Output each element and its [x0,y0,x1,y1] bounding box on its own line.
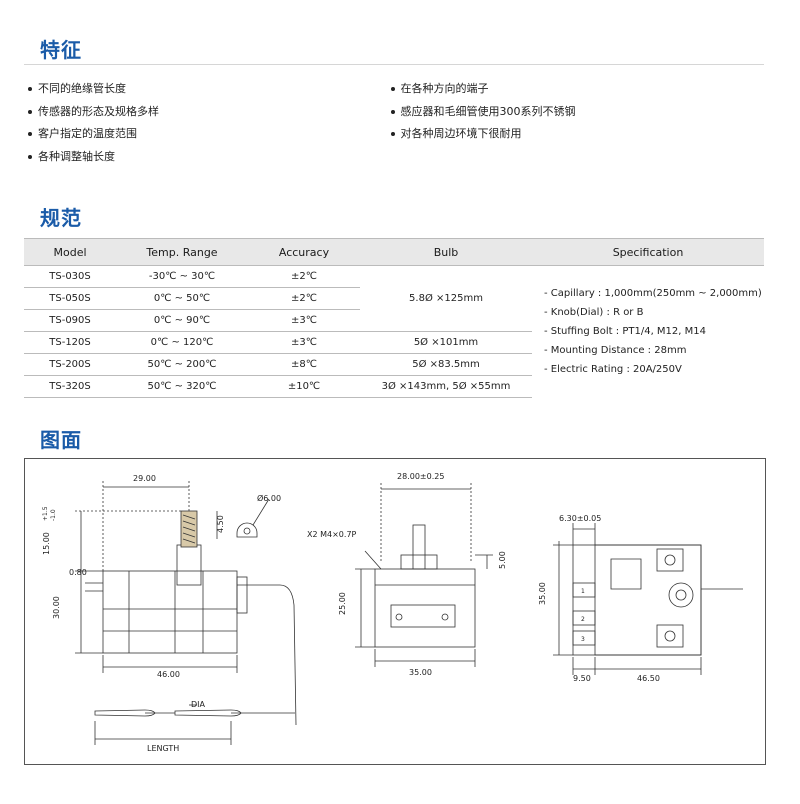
features-left-list: 不同的绝缘管长度 传感器的形态及规格多样 客户指定的温度范围 各种调整轴长度 [28,78,386,168]
table-row: TS-320S 50℃ ~ 320℃ ±10℃ 3Ø ×143mm, 5Ø ×5… [24,375,764,398]
table-row: TS-120S 0℃ ~ 120℃ ±3℃ 5Ø ×101mm [24,331,764,354]
header-model: Model [24,238,116,266]
terminal-1-label: 1 [581,588,585,595]
dim-35-height: 35.00 [538,582,547,605]
dim-x2-m4: X2 M4×0.7P [307,530,357,539]
cell-range: 0℃ ~ 50℃ [116,287,248,310]
dim-950: 9.50 [573,674,591,683]
table-row: TS-050S 0℃ ~ 50℃ ±2℃ [24,287,764,310]
cell-model: TS-050S [24,287,116,310]
drawing-title: 图面 [40,428,82,452]
cell-accuracy: ±3℃ [248,331,360,354]
cell-range: -30℃ ~ 30℃ [116,265,248,288]
dim-length: LENGTH [147,744,179,753]
cell-bulb: 5Ø ×83.5mm [360,353,532,376]
technical-drawing: 29.00 Ø6.00 4.50 15.00 +1.5 -1.0 0.80 30… [24,458,766,765]
dim-dia-6: Ø6.00 [257,493,281,503]
front-body [102,570,238,654]
cell-model: TS-320S [24,375,116,398]
cell-bulb: 5Ø ×101mm [360,331,532,354]
side-body [374,568,476,648]
spec-line: - Stuffing Bolt : PT1/4, M12, M14 [544,326,706,338]
header-specification: Specification [532,238,764,266]
dim-450: 4.50 [216,515,225,533]
list-item: 传感器的形态及规格多样 [28,101,386,124]
header-accuracy: Accuracy [248,238,360,266]
cell-model: TS-030S [24,265,116,288]
list-item: 对各种周边环境下很耐用 [390,123,749,146]
cell-accuracy: ±10℃ [248,375,360,398]
side-bracket [390,604,456,628]
cell-accuracy: ±8℃ [248,353,360,376]
cell-accuracy: ±2℃ [248,287,360,310]
features-right-list: 在各种方向的端子 感应器和毛细管使用300系列不锈钢 对各种周边环境下很耐用 [390,78,749,168]
features-divider [24,64,764,65]
table-row: TS-030S -30℃ ~ 30℃ ±2℃ 5.8Ø ×125mm - Cap… [24,265,764,375]
cell-bulb: 3Ø ×143mm, 5Ø ×55mm [360,375,532,398]
features-title: 特征 [40,38,82,62]
spec-line: - Mounting Distance : 28mm [544,345,687,357]
list-item: 客户指定的温度范围 [28,123,386,146]
dim-35-width: 35.00 [409,668,432,677]
spec-title: 规范 [40,206,82,230]
list-item: 各种调整轴长度 [28,146,386,169]
front-view [75,481,297,745]
table-row: TS-090S 0℃ ~ 90℃ ±3℃ [24,309,764,332]
list-item: 感应器和毛细管使用300系列不锈钢 [390,101,749,124]
cell-range: 0℃ ~ 90℃ [116,309,248,332]
cell-model: TS-090S [24,309,116,332]
cell-model: TS-120S [24,331,116,354]
dim-630: 6.30±0.05 [559,514,601,523]
spec-line: - Electric Rating : 20A/250V [544,364,682,376]
terminal-3-label: 3 [581,636,585,643]
dim-15: 15.00 [42,532,51,555]
dim-15-tol-bottom: -1.0 [50,509,57,521]
spec-line: - Capillary : 1,000mm(250mm ~ 2,000mm) [544,288,762,300]
side-shaft [412,524,426,570]
list-item: 不同的绝缘管长度 [28,78,386,101]
list-item: 在各种方向的端子 [390,78,749,101]
dim-080: 0.80 [69,568,87,577]
table-row: TS-200S 50℃ ~ 200℃ ±8℃ 5Ø ×83.5mm [24,353,764,376]
header-bulb: Bulb [360,238,532,266]
dim-46: 46.00 [157,670,180,679]
cell-model: TS-200S [24,353,116,376]
cell-range: 50℃ ~ 200℃ [116,353,248,376]
cell-accuracy: ±3℃ [248,309,360,332]
dim-29: 29.00 [133,474,156,483]
cell-accuracy: ±2℃ [248,265,360,288]
terminal-2-label: 2 [581,616,585,623]
spec-line: - Knob(Dial) : R or B [544,307,644,319]
cell-specification: - Capillary : 1,000mm(250mm ~ 2,000mm) -… [532,266,764,398]
cell-range: 50℃ ~ 320℃ [116,375,248,398]
dim-30: 30.00 [52,596,61,619]
header-temp-range: Temp. Range [116,238,248,266]
spec-table: Model Temp. Range Accuracy Bulb Specific… [24,238,764,398]
dim-5: 5.00 [498,551,507,569]
dim-28: 28.00±0.25 [397,472,444,481]
drawing-svg: 29.00 Ø6.00 4.50 15.00 +1.5 -1.0 0.80 30… [42,472,743,753]
front-bushing [176,544,202,586]
top-view [553,523,743,675]
cell-range: 0℃ ~ 120℃ [116,331,248,354]
dim-dia-label: DIA [191,700,206,709]
dim-15-tol-top: +1.5 [42,506,49,521]
table-header-row: Model Temp. Range Accuracy Bulb Specific… [24,238,764,266]
side-view [355,483,493,667]
cell-bulb: 5.8Ø ×125mm [360,265,532,332]
features-list: 不同的绝缘管长度 传感器的形态及规格多样 客户指定的温度范围 各种调整轴长度 在… [28,78,748,168]
dim-25: 25.00 [338,592,347,615]
dim-4650: 46.50 [637,674,660,683]
